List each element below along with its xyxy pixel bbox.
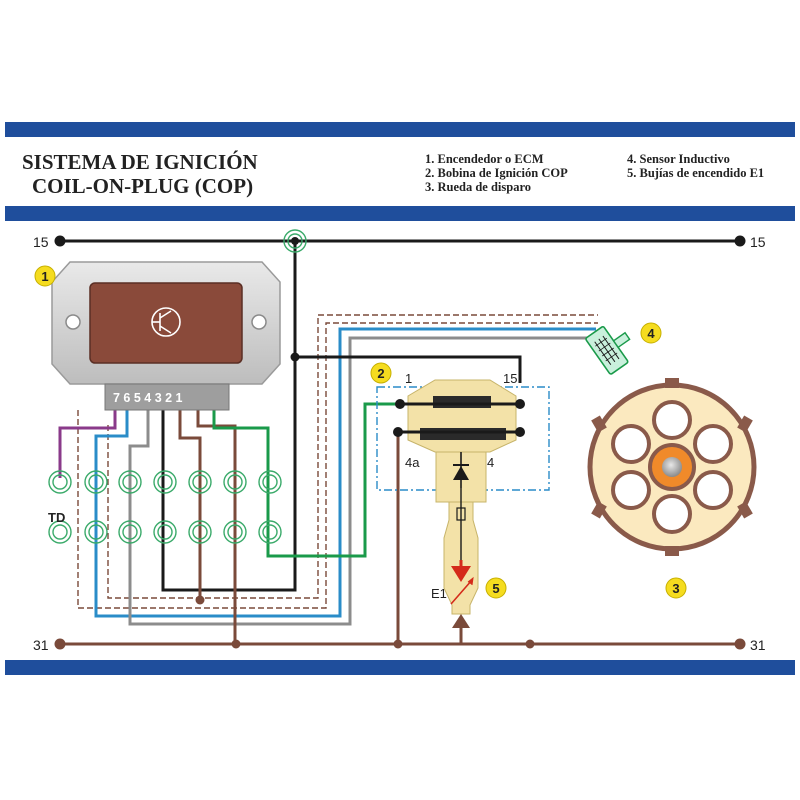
title-band	[5, 206, 795, 221]
ignition-module	[51, 261, 281, 411]
wire-pin4-black	[161, 241, 297, 592]
marker-4: 4	[640, 322, 662, 344]
dashed-shield-wire	[77, 314, 598, 609]
legend-item-5: 5. Bujías de encendido E1	[627, 166, 765, 180]
transistor-icon	[151, 307, 181, 337]
title-line-2: COIL-ON-PLUG (COP)	[32, 174, 254, 198]
wire-pin6-blue	[94, 327, 596, 618]
marker-1: 1	[34, 265, 56, 287]
label-15-right: 15	[750, 234, 766, 250]
wire-pin2-brown	[196, 410, 237, 644]
bottom-band	[5, 660, 795, 675]
label-31-right: 31	[750, 637, 766, 653]
trigger-wheel	[587, 378, 757, 556]
marker-2-label: 2	[377, 366, 384, 381]
marker-1-label: 1	[41, 269, 48, 284]
coil-pin-15: 15	[503, 371, 517, 386]
coil-pin-4a: 4a	[405, 455, 420, 470]
ignition-coil	[376, 379, 550, 503]
legend-col-1: 1. Encendedor o ECM 2. Bobina de Ignició…	[425, 152, 568, 194]
coil-pin-4: 4	[487, 455, 494, 470]
legend-item-1: 1. Encendedor o ECM	[425, 152, 544, 166]
legend-item-3: 3. Rueda de disparo	[425, 180, 532, 194]
plug-label-e1: E1	[431, 586, 447, 601]
wire-pin7-purple	[58, 410, 117, 478]
connector-terminals	[48, 470, 282, 544]
wire-pin5-grey	[128, 336, 596, 626]
marker-2: 2	[370, 362, 392, 384]
junction-dot	[290, 352, 300, 362]
module-pin-labels: 7 6 5 4 3 2 1	[113, 391, 183, 405]
top-band	[5, 122, 795, 137]
marker-5: 5	[485, 577, 507, 599]
spark-plug	[443, 488, 479, 644]
label-15-left: 15	[33, 234, 49, 250]
diode-icon	[453, 452, 469, 488]
wire-pin1-green	[212, 402, 400, 558]
legend-item-2: 2. Bobina de Ignición COP	[425, 166, 568, 180]
wire-coil-15-black	[295, 355, 522, 383]
marker-5-label: 5	[492, 581, 499, 596]
bus-15	[54, 235, 746, 247]
inductive-sensor	[585, 326, 631, 375]
marker-3-label: 3	[672, 581, 679, 596]
junction-15-ring	[283, 229, 307, 253]
title-line-1: SISTEMA DE IGNICIÓN	[22, 150, 258, 174]
junction-dot	[195, 595, 205, 605]
label-td: TD	[48, 510, 65, 525]
label-31-left: 31	[33, 637, 49, 653]
wire-pin3-brown	[178, 410, 202, 600]
coil-pin-1: 1	[405, 371, 412, 386]
marker-4-label: 4	[647, 326, 655, 341]
legend-col-2: 4. Sensor Inductivo 5. Bujías de encendi…	[627, 152, 764, 180]
marker-3: 3	[665, 577, 687, 599]
diagram-title: SISTEMA DE IGNICIÓN COIL-ON-PLUG (COP)	[22, 150, 258, 198]
legend-item-4: 4. Sensor Inductivo	[627, 152, 730, 166]
bus-31	[54, 638, 746, 650]
